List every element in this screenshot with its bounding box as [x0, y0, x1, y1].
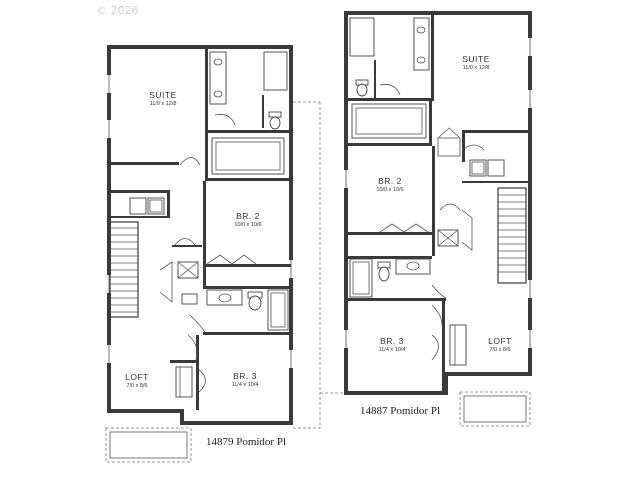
left-wall-bottom-b [190, 421, 293, 425]
left-unit-plan: SUITE 11/0 x 12/8 BR. 2 10/0 x 10/6 BR. … [105, 45, 321, 463]
left-loft-label: LOFT [125, 372, 149, 382]
left-porch [105, 427, 192, 463]
left-wall-right [289, 45, 293, 425]
left-br3-label: BR. 3 [233, 371, 257, 381]
left-wall-top [107, 45, 293, 49]
right-address-label: 14887 Pomidor Pl [360, 405, 440, 417]
right-stairs [497, 187, 527, 284]
right-br2-label: BR. 2 [378, 176, 402, 186]
right-porch [459, 391, 531, 427]
left-suite-label: SUITE [149, 90, 177, 100]
right-suite-label: SUITE [462, 54, 490, 64]
left-suite-dims: 11/0 x 12/8 [150, 101, 177, 107]
right-br3-dims: 11/4 x 10/4 [379, 347, 406, 353]
left-br2-label: BR. 2 [236, 211, 260, 221]
left-br3-dims: 11/4 x 10/4 [232, 382, 259, 388]
right-br2-dims: 10/0 x 10/6 [376, 187, 403, 193]
right-loft-dims: 7/0 x 8/6 [489, 347, 510, 353]
right-suite-dims: 11/0 x 12/8 [463, 65, 490, 71]
left-br2-dims: 10/0 x 10/6 [234, 222, 261, 228]
left-wall-left [107, 45, 111, 413]
left-wall-bottom-a [107, 409, 182, 413]
right-loft-label: LOFT [488, 336, 512, 346]
right-br3-label: BR. 3 [380, 336, 404, 346]
left-address-label: 14879 Pomidor Pl [206, 436, 286, 448]
left-loft-dims: 7/0 x 8/6 [126, 383, 147, 389]
copyright-watermark: © 2026 [96, 4, 139, 17]
left-stairs [109, 221, 139, 318]
right-unit-plan: SUITE 11/0 x 12/8 BR. 2 10/0 x 10/6 BR. … [320, 11, 533, 427]
